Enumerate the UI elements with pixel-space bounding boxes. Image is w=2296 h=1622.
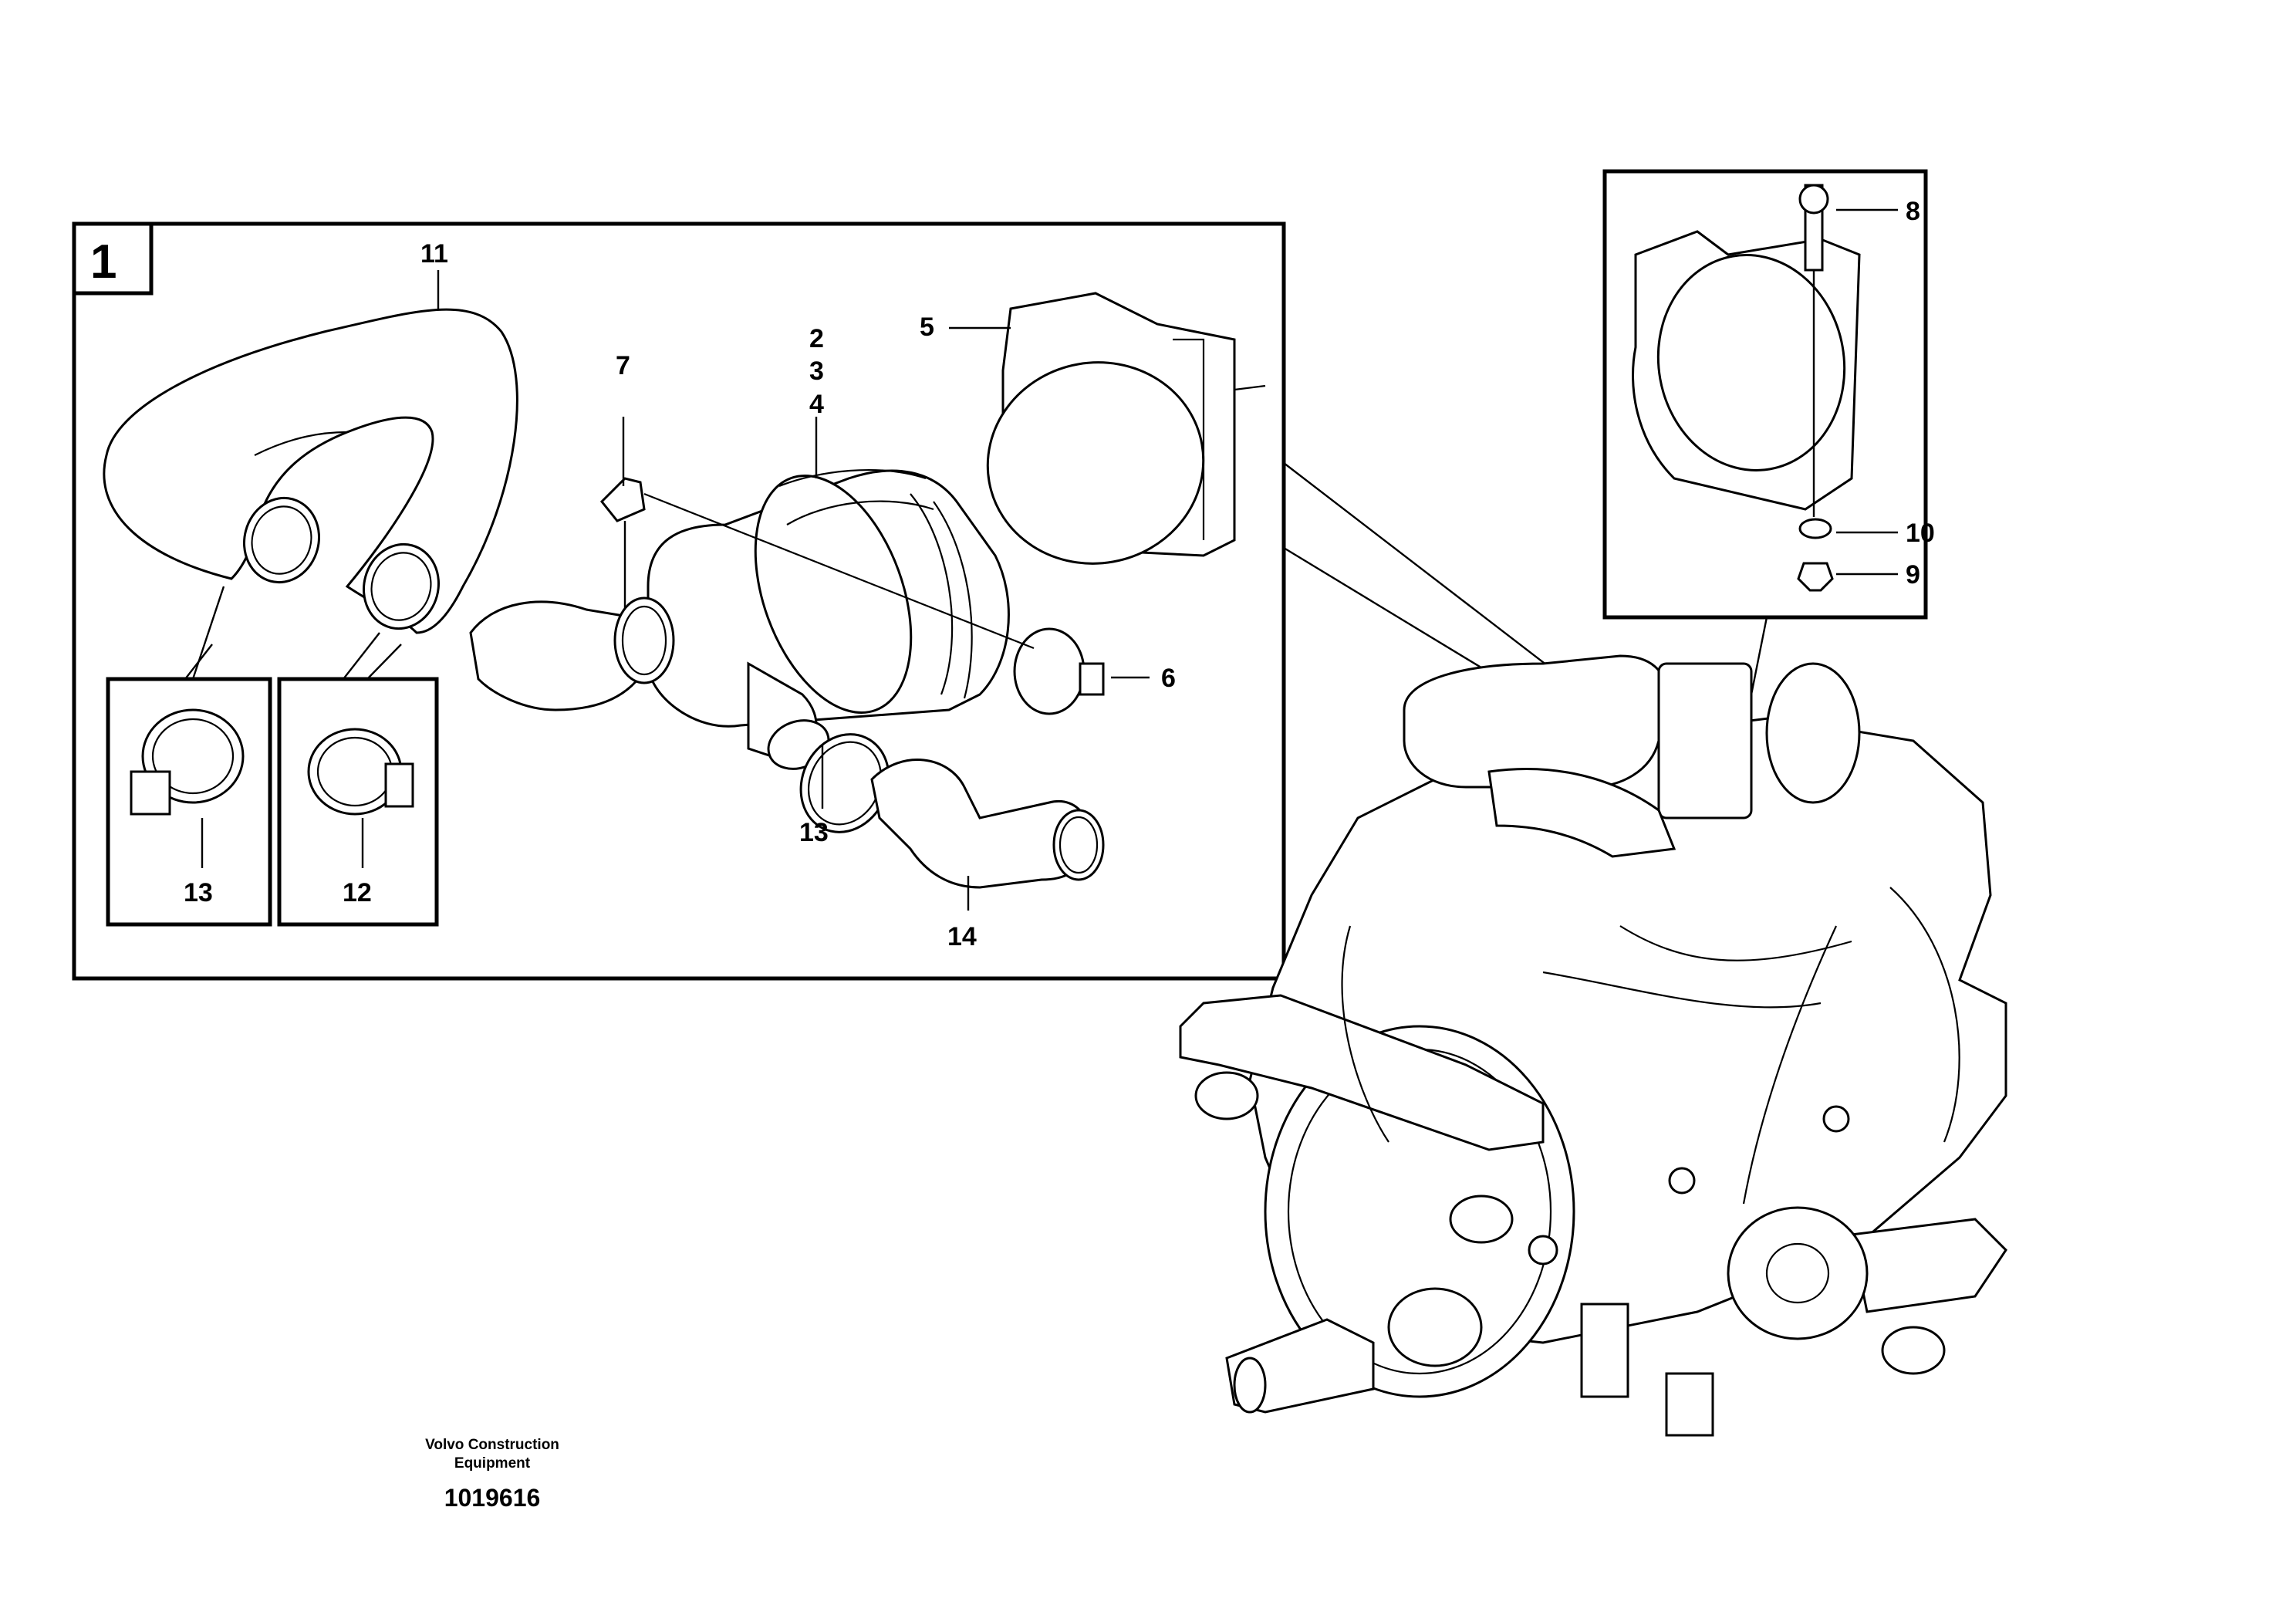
callout-2: 2 [809,324,824,353]
detail-frame-1: 1 [72,221,1286,981]
outlet-elbow [469,596,675,711]
inset-number: 1 [90,235,116,289]
callout-13-main: 13 [799,818,829,847]
callout-3: 3 [809,357,824,386]
company-line-2: Equipment [454,1455,531,1472]
sensor-6 [643,492,1105,715]
callout-11: 11 [420,239,448,269]
inset-clamp-13 [106,677,272,927]
inset-clamp-12 [277,677,439,927]
callout-10: 10 [1906,519,1935,548]
callout-13-inset: 13 [184,878,213,907]
detail-frame-bracket [1602,169,1928,620]
callout-6: 6 [1161,664,1176,693]
callout-14: 14 [947,922,977,951]
callout-12: 12 [343,878,372,907]
footer: Volvo Construction Equipment 1019616 [425,1437,559,1512]
restriction-indicator-7 [599,477,646,610]
company-line-1: Volvo Construction [425,1437,559,1453]
bracket-5 [986,292,1266,565]
callout-5: 5 [920,313,934,342]
air-filter-body [647,469,1010,728]
callout-7: 7 [616,351,630,380]
callout-8: 8 [1906,197,1920,226]
engine-illustration [1179,654,2007,1437]
callout-9: 9 [1906,560,1920,590]
callout-labels: 11 2 3 4 5 7 6 13 14 13 12 8 10 9 [184,197,1935,951]
callout-4: 4 [809,390,824,419]
hose-11 [103,308,518,634]
drawing-number: 1019616 [444,1484,541,1512]
